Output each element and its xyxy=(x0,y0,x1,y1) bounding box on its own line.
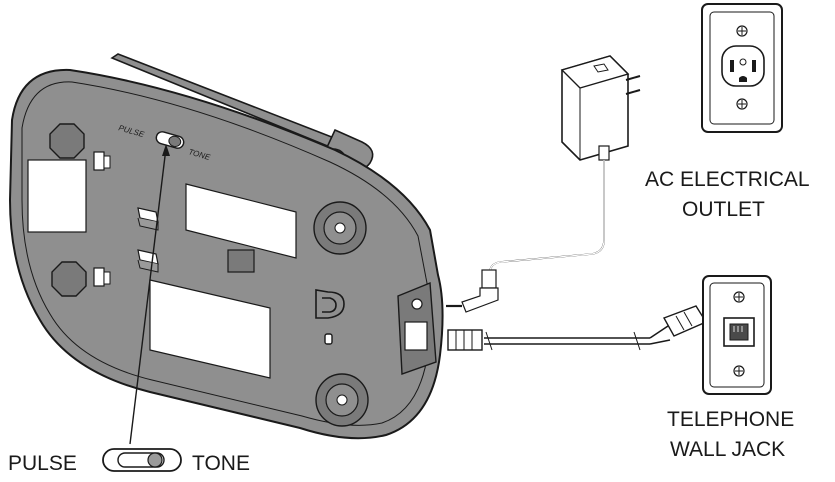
phone-plug-wall-end xyxy=(662,305,708,337)
callout-pointer xyxy=(129,147,167,445)
base-hook-upper xyxy=(137,207,159,231)
telephone-base: PULSE TONE xyxy=(8,53,444,440)
base-clip-lower xyxy=(93,267,111,287)
base-foot-bottom-right xyxy=(315,373,369,427)
callout-label-tone: TONE xyxy=(192,452,250,475)
wall-jack-label-line2: WALL JACK xyxy=(670,438,785,461)
wall-jack-label-line1: TELEPHONE xyxy=(667,408,794,431)
power-cord xyxy=(489,160,605,273)
base-pulse-tone-switch[interactable] xyxy=(155,130,185,149)
base-label-left xyxy=(27,159,87,233)
brand-logo-icon xyxy=(315,289,345,345)
phone-cord xyxy=(484,325,671,351)
base-clip-upper xyxy=(93,151,111,171)
base-label-bottom xyxy=(149,279,271,379)
base-jack-panel xyxy=(397,281,437,375)
ac-adapter xyxy=(560,55,641,161)
telephone-wall-jack xyxy=(702,275,772,395)
base-hook-lower xyxy=(137,249,159,273)
base-label-top xyxy=(185,183,297,259)
base-body xyxy=(8,68,444,440)
ac-outlet-label-line2: OUTLET xyxy=(682,198,765,221)
phone-plug-base-end xyxy=(447,329,483,351)
callout-label-pulse: PULSE xyxy=(8,452,77,475)
base-foot-top-right xyxy=(313,201,367,255)
ac-electrical-outlet xyxy=(701,3,783,133)
power-plug xyxy=(446,269,499,313)
base-foot-top-left xyxy=(49,123,85,159)
ac-outlet-label-line1: AC ELECTRICAL xyxy=(645,168,810,191)
base-foot-bottom-left xyxy=(51,261,87,297)
base-square-vent xyxy=(227,249,255,273)
callout-pulse-tone-switch[interactable] xyxy=(102,448,182,472)
